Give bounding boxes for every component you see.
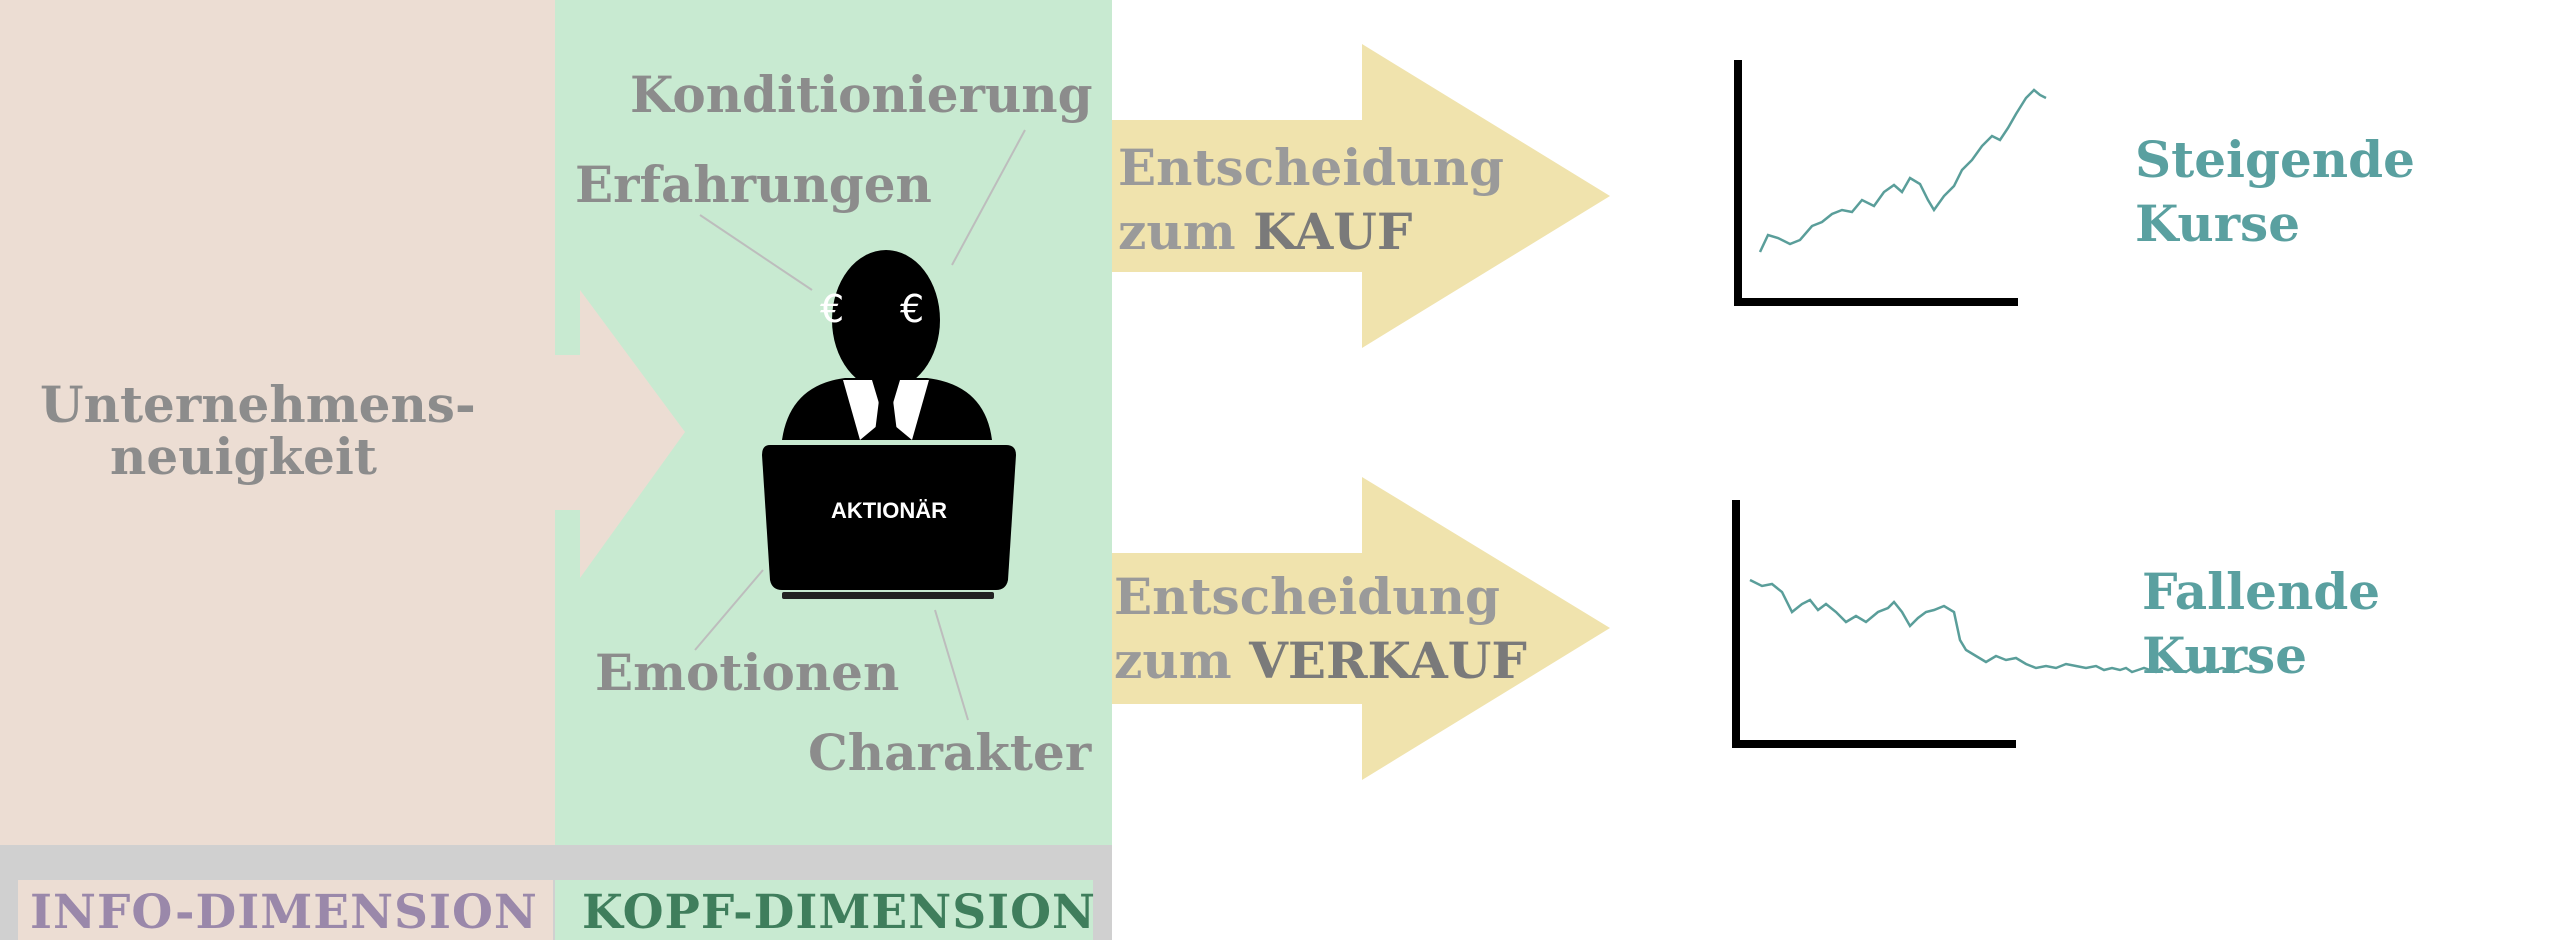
buy-arrow [1112,44,1610,348]
factor-conditioning: Konditionierung [630,65,1093,124]
factor-experiences: Erfahrungen [575,155,932,214]
falling-outcome-label: Fallende Kurse [2142,560,2380,688]
news-label-line2: neuigkeit [110,427,378,486]
info-dimension-label: INFO-DIMENSION [30,885,538,940]
kopf-dimension-label: KOPF-DIMENSION [582,885,1097,940]
buy-decision-line2: zum KAUF [1118,202,1413,261]
euro-eye-right: € [900,287,925,331]
rising-outcome-label: Steigende Kurse [2135,128,2415,256]
euro-eye-left: € [820,287,845,331]
laptop-label: AKTIONÄR [830,498,948,523]
sell-decision-label: Entscheidung zum VERKAUF [1114,565,1527,693]
buy-decision-line1: Entscheidung [1118,138,1504,197]
factor-emotions: Emotionen [595,643,900,702]
falling-outcome-line2: Kurse [2142,626,2308,685]
rising-outcome-line2: Kurse [2135,194,2301,253]
factor-character: Charakter [808,723,1092,782]
rising-outcome-line1: Steigende [2135,130,2415,189]
footer-kopf-cell [555,880,1093,940]
buy-decision-label: Entscheidung zum KAUF [1118,136,1504,264]
rising-trend-line [1758,88,2047,253]
falling-trend-line [1749,578,2253,674]
info-dimension-panel [0,0,555,845]
news-label-line1: Unternehmens- [40,375,476,434]
sell-decision-line1: Entscheidung [1114,567,1500,626]
footer-info-cell [18,880,553,940]
sell-arrow [1112,477,1610,780]
sell-decision-line2: zum VERKAUF [1114,631,1527,690]
falling-outcome-line1: Fallende [2142,562,2381,621]
